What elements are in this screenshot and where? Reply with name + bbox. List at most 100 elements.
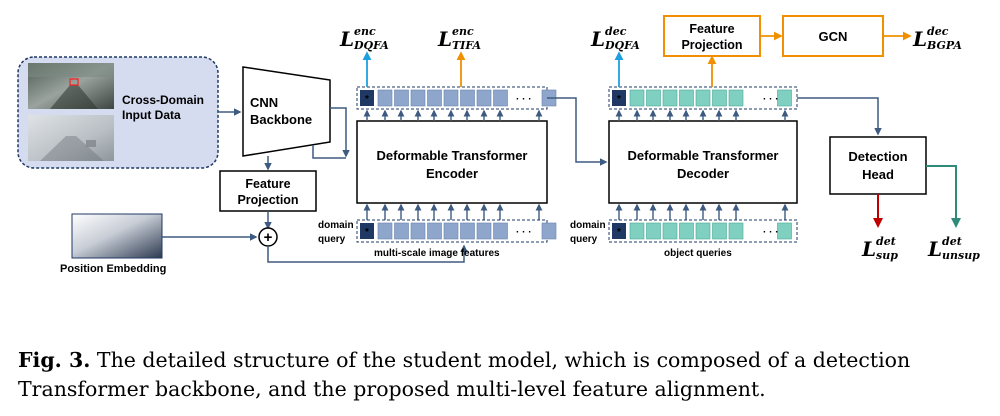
loss-enc-dqfa: L enc DQFA	[339, 25, 389, 52]
decoder-token-row-bottom	[629, 222, 792, 240]
token	[394, 89, 409, 107]
token	[712, 222, 727, 240]
token	[777, 222, 792, 240]
plus-sign: +	[264, 229, 273, 246]
svg-text:unsup: unsup	[942, 249, 980, 262]
token	[679, 222, 694, 240]
svg-text:det: det	[876, 235, 896, 248]
feature-projection-top-line1: Feature	[689, 22, 734, 36]
svg-text:det: det	[942, 235, 962, 248]
decoder-output-tokens: * · · ·	[608, 86, 798, 110]
feature-projection-left: Feature Projection	[219, 170, 317, 212]
encoder-input-tokens: * · · ·	[356, 219, 557, 243]
multi-scale-features-label: multi-scale image features	[374, 248, 500, 259]
token	[777, 89, 792, 107]
token	[443, 222, 459, 240]
feature-projection-left-line2: Projection	[237, 193, 298, 207]
token	[410, 222, 426, 240]
arrow-encoder-to-decoder	[547, 97, 608, 166]
svg-text:DQFA: DQFA	[604, 39, 640, 52]
feature-projection-left-line1: Feature	[245, 177, 290, 191]
token	[541, 222, 557, 240]
star-token-dec-bottom: *	[617, 227, 621, 238]
cnn-label-line2: Backbone	[250, 112, 312, 127]
star-token-enc-top: *	[365, 94, 369, 105]
token	[712, 89, 727, 107]
cnn-label-line1: CNN	[250, 95, 278, 110]
arrow-cnn-to-encoder	[330, 107, 350, 158]
encoder-token-row-top	[377, 89, 557, 107]
token	[728, 89, 744, 107]
gcn-block: GCN	[782, 15, 884, 57]
cnn-backbone: CNN Backbone	[242, 66, 331, 157]
domain-query-dec-line2: query	[570, 234, 598, 245]
decoder-output-arrows	[615, 109, 789, 121]
caption-text: The detailed structure of the student mo…	[18, 348, 911, 401]
svg-text:enc: enc	[354, 25, 376, 38]
feature-projection-top: Feature Projection	[663, 15, 761, 57]
decoder-label-line1: Deformable Transformer	[628, 148, 779, 163]
token	[394, 222, 409, 240]
svg-text:L: L	[861, 237, 876, 261]
loss-enc-tifa: L enc TIFA	[437, 25, 481, 52]
token	[629, 222, 645, 240]
loss-dec-dqfa: L dec DQFA	[590, 25, 640, 52]
sum-node: +	[258, 227, 278, 247]
token	[377, 222, 393, 240]
token	[695, 89, 711, 107]
token	[662, 89, 678, 107]
object-queries-label: object queries	[664, 248, 732, 259]
svg-text:L: L	[437, 27, 452, 51]
ellipsis-enc-top: · · ·	[516, 94, 532, 105]
detection-head: Detection Head	[829, 136, 927, 195]
svg-text:BGPA: BGPA	[926, 39, 962, 52]
token	[427, 89, 442, 107]
svg-text:dec: dec	[927, 25, 949, 38]
foggy-image	[28, 115, 114, 161]
svg-text:enc: enc	[452, 25, 474, 38]
token	[427, 222, 442, 240]
encoder-label-line1: Deformable Transformer	[377, 148, 528, 163]
position-embedding: Position Embedding	[60, 213, 166, 275]
decoder-label-line2: Decoder	[677, 166, 729, 181]
encoder-input-arrows	[363, 203, 543, 220]
input-data-panel: Cross-Domain Input Data	[17, 56, 219, 169]
token	[662, 222, 678, 240]
architecture-diagram: Cross-Domain Input Data CNN Backbone Fea…	[17, 15, 980, 275]
svg-text:DQFA: DQFA	[353, 39, 389, 52]
star-token-dec-top: *	[617, 94, 621, 105]
encoder-token-row-bottom	[377, 222, 557, 240]
svg-text:sup: sup	[876, 249, 898, 262]
transformer-encoder: Deformable Transformer Encoder	[356, 120, 548, 204]
input-label-line2: Input Data	[122, 108, 181, 122]
token	[410, 89, 426, 107]
token	[493, 222, 508, 240]
token	[493, 89, 508, 107]
decoder-token-row-top	[629, 89, 792, 107]
loss-det-unsup: L det unsup	[927, 235, 980, 262]
street-image	[28, 63, 114, 109]
input-label-line1: Cross-Domain	[122, 93, 204, 107]
token	[460, 222, 475, 240]
position-embedding-label: Position Embedding	[60, 263, 166, 275]
transformer-decoder: Deformable Transformer Decoder	[608, 120, 798, 204]
feature-projection-top-line2: Projection	[681, 38, 742, 52]
ellipsis-dec-bottom: · · ·	[763, 227, 779, 238]
token	[629, 89, 645, 107]
domain-query-dec-line1: domain	[570, 220, 606, 231]
domain-query-enc-line1: domain	[318, 220, 354, 231]
figure-caption: Fig. 3. The detailed structure of the st…	[18, 346, 988, 404]
loss-dec-bgpa: L dec BGPA	[912, 25, 962, 52]
svg-text:TIFA: TIFA	[452, 39, 481, 52]
token	[695, 222, 711, 240]
gcn-label: GCN	[819, 29, 848, 44]
encoder-output-tokens: * · · ·	[356, 86, 557, 110]
svg-text:L: L	[927, 237, 942, 261]
arrow-decoder-to-head	[797, 97, 882, 136]
loss-det-sup: L det sup	[861, 235, 898, 262]
token	[476, 222, 492, 240]
token	[377, 89, 393, 107]
arrow-head-to-unsup	[926, 165, 961, 228]
token	[728, 222, 744, 240]
domain-query-enc-line2: query	[318, 234, 346, 245]
